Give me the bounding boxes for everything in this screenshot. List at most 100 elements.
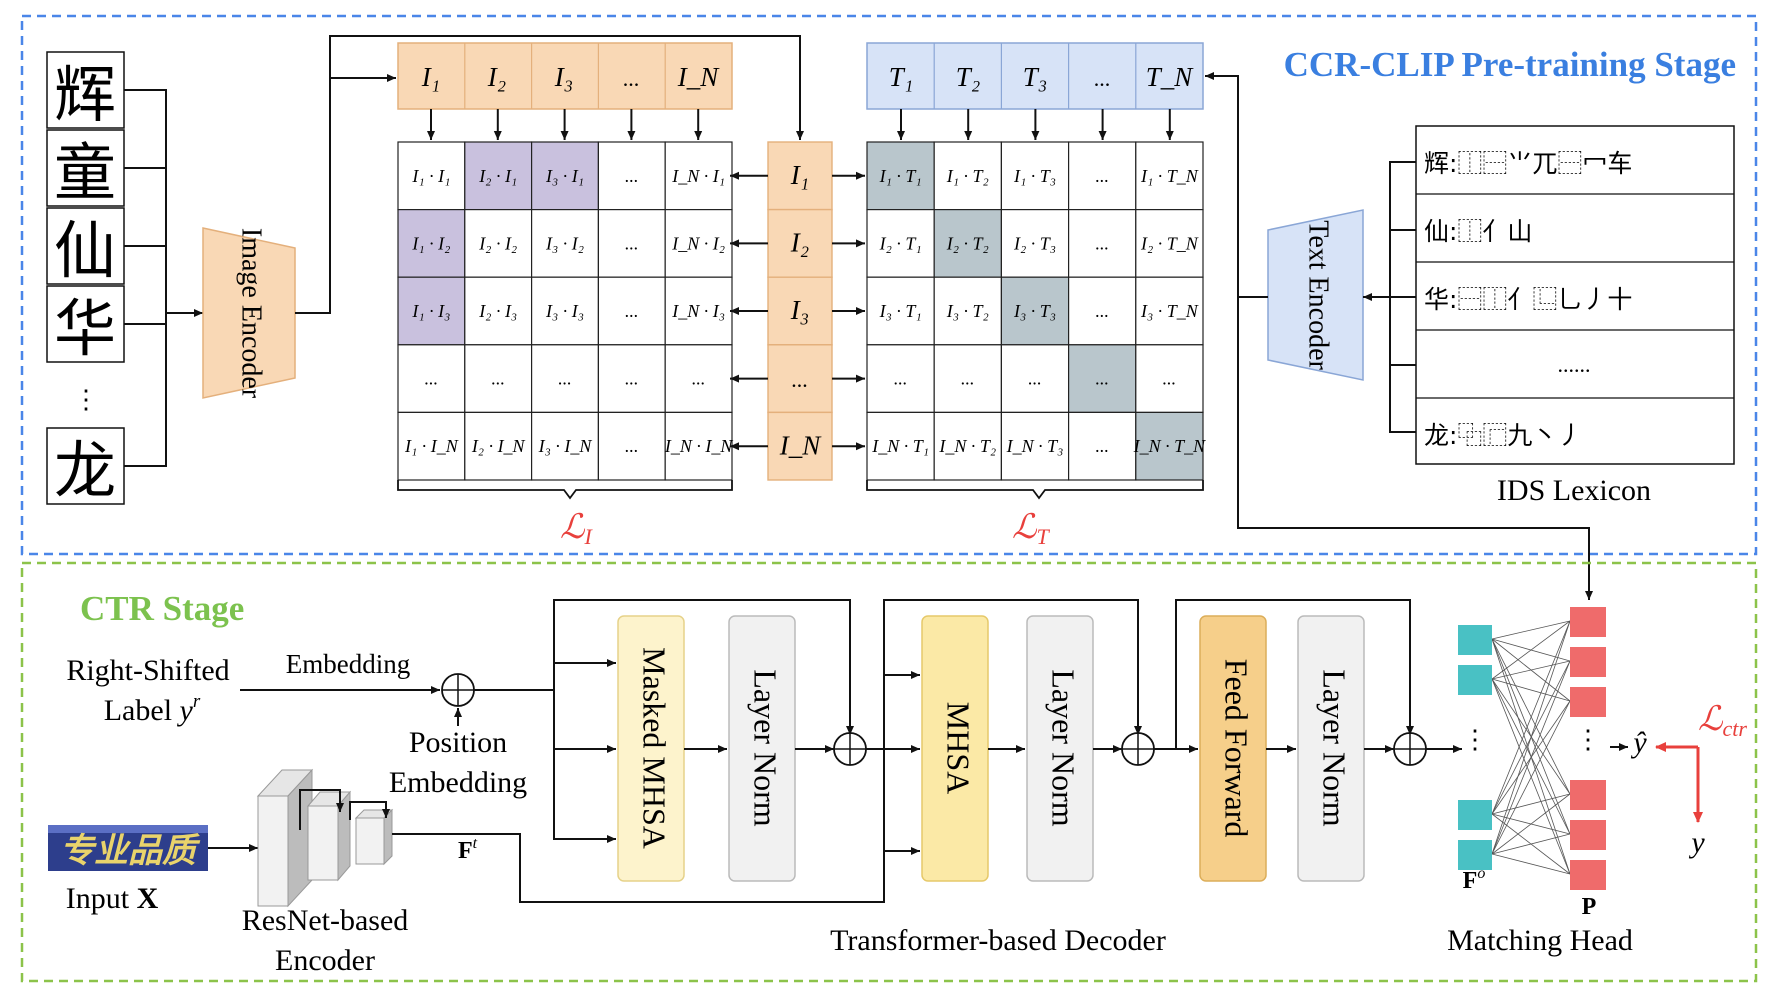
right-cell-label: I_N · T₁ [871,436,929,456]
left-cell-label: I₁ · I_N [404,436,459,456]
left-cell-label: I₃ · I₃ [545,301,584,321]
fo-token [1458,665,1492,695]
masked-in-3 [553,690,616,843]
right-cell [1067,344,1137,413]
p-prototype [1570,607,1606,637]
left-cell-label: I₂ · I_N [471,436,526,456]
char-box-2 [46,129,125,207]
matching-connection [1491,620,1571,640]
center-cell-label: ... [792,367,809,392]
right-cell-label: I₁ · T₃ [1013,166,1056,186]
matching-connection [1491,620,1571,680]
stage2-title: CTR Stage [80,589,244,628]
resnet-skip-2 [349,801,390,820]
resnet-skip-1 [299,789,344,830]
left-cell-label: ... [625,369,639,389]
right-cell-label: I_N · T₃ [1006,436,1064,456]
left-cell [530,209,599,278]
residual-add-2 [1121,732,1155,766]
right-cell [933,411,1003,481]
text-feature-n: T_N [1146,62,1195,92]
ids-row-5: 龙:⿻⿸九丶丿 [1424,421,1582,450]
ids-row-4: ...... [1558,352,1591,377]
left-cell-label: I_N · I₂ [671,233,725,253]
matching-connection [1491,660,1571,680]
left-cell [597,141,666,211]
p-ellipsis: ⋮ [1575,725,1601,754]
char-3: 仙 [54,214,116,287]
right-cell-label: ... [1095,436,1109,456]
left-cell [597,411,666,481]
right-cell-label: I₃ · T_N [1140,301,1199,321]
left-cell-label: ... [425,369,439,389]
ids-row-1: 辉:⿰⿱⺌兀⿱冖车 [1424,149,1632,178]
right-cell [866,276,935,346]
center-cell-label: I_N [779,430,822,460]
right-cell [933,276,1003,346]
right-cell-label: ... [961,369,975,389]
text-feature-ellipsis: ... [1094,66,1111,91]
left-cell-label: I₃ · I₂ [545,233,584,253]
right-cell-label: ... [1095,369,1109,389]
text-encoder-label: Text Encoder [1303,220,1334,370]
ids-lexicon-label: IDS Lexicon [1497,474,1651,507]
matching-connection [1491,620,1571,815]
loss-i: ℒI [560,509,594,549]
right-cell-label: I_N · T₂ [938,436,996,456]
right-cell-label: ... [1095,301,1109,321]
right-cell [1135,276,1204,346]
right-cell [1067,411,1137,481]
add2-skip [1175,599,1414,749]
right-cell-label: I₁ · T_N [1140,166,1199,186]
right-cell-label: I₂ · T₂ [946,233,989,253]
position-line1: Position [409,726,507,759]
feed-forward-label: Feed Forward [1219,659,1255,838]
text-feature-row: T₁ T₂ T₃ ... T_N [866,42,1204,110]
layer-norm-3-label: Layer Norm [1317,669,1353,826]
p-prototype [1570,820,1606,850]
right-cell-label: ... [1095,166,1109,186]
decoder-label: Transformer-based Decoder [830,924,1166,957]
center-cell [767,344,833,414]
loss-ctr: ℒctr [1698,701,1747,741]
resnet-line1: ResNet-based [242,904,409,937]
matching-connection [1491,678,1571,875]
right-cell-label: I₁ · T₁ [879,166,922,186]
ft-label: Ft [458,835,478,864]
left-cell [664,276,733,346]
resnet-line2: Encoder [275,944,375,977]
right-cell-label: I₁ · T₂ [946,166,989,186]
matching-connection [1491,620,1571,855]
feature-down-arrows [427,109,1174,140]
loss-t: ℒT [1012,509,1051,549]
p-prototype [1570,687,1606,717]
center-cell [767,208,833,278]
right-cell-label: ... [1095,233,1109,253]
right-cell-label: I₂ · T_N [1140,233,1199,253]
stage1-frame [20,14,1758,556]
right-cell [1000,209,1070,278]
center-cell-label: I₁ [790,160,809,190]
p-prototype [1570,860,1606,890]
left-cell-label: ... [625,436,639,456]
left-cell [664,411,733,481]
right-cell [1135,209,1204,278]
image-feature-2: I₂ [487,62,506,92]
left-cell-label: ... [491,369,505,389]
text-feature-3: T₃ [1023,62,1047,92]
residual-add-3 [1393,732,1427,766]
matching-label: Matching Head [1447,924,1633,957]
right-cell [1067,209,1137,278]
matching-connection [1491,678,1571,702]
text-encoder [1267,209,1364,381]
mhsa-label: MHSA [941,702,977,794]
right-cell-label: I₂ · T₁ [879,233,922,253]
stage1-title: CCR-CLIP Pre-training Stage [1284,45,1736,84]
ids-row-2: 仙:⿰亻山 [1424,217,1532,246]
right-cell-label: I_N · T_N [1133,436,1207,456]
p-prototype [1570,647,1606,677]
image-feature-ellipsis: ... [623,66,640,91]
text-feature-2: T₂ [956,62,980,92]
matching-connection [1491,793,1571,855]
text-feature-1: T₁ [889,62,913,92]
